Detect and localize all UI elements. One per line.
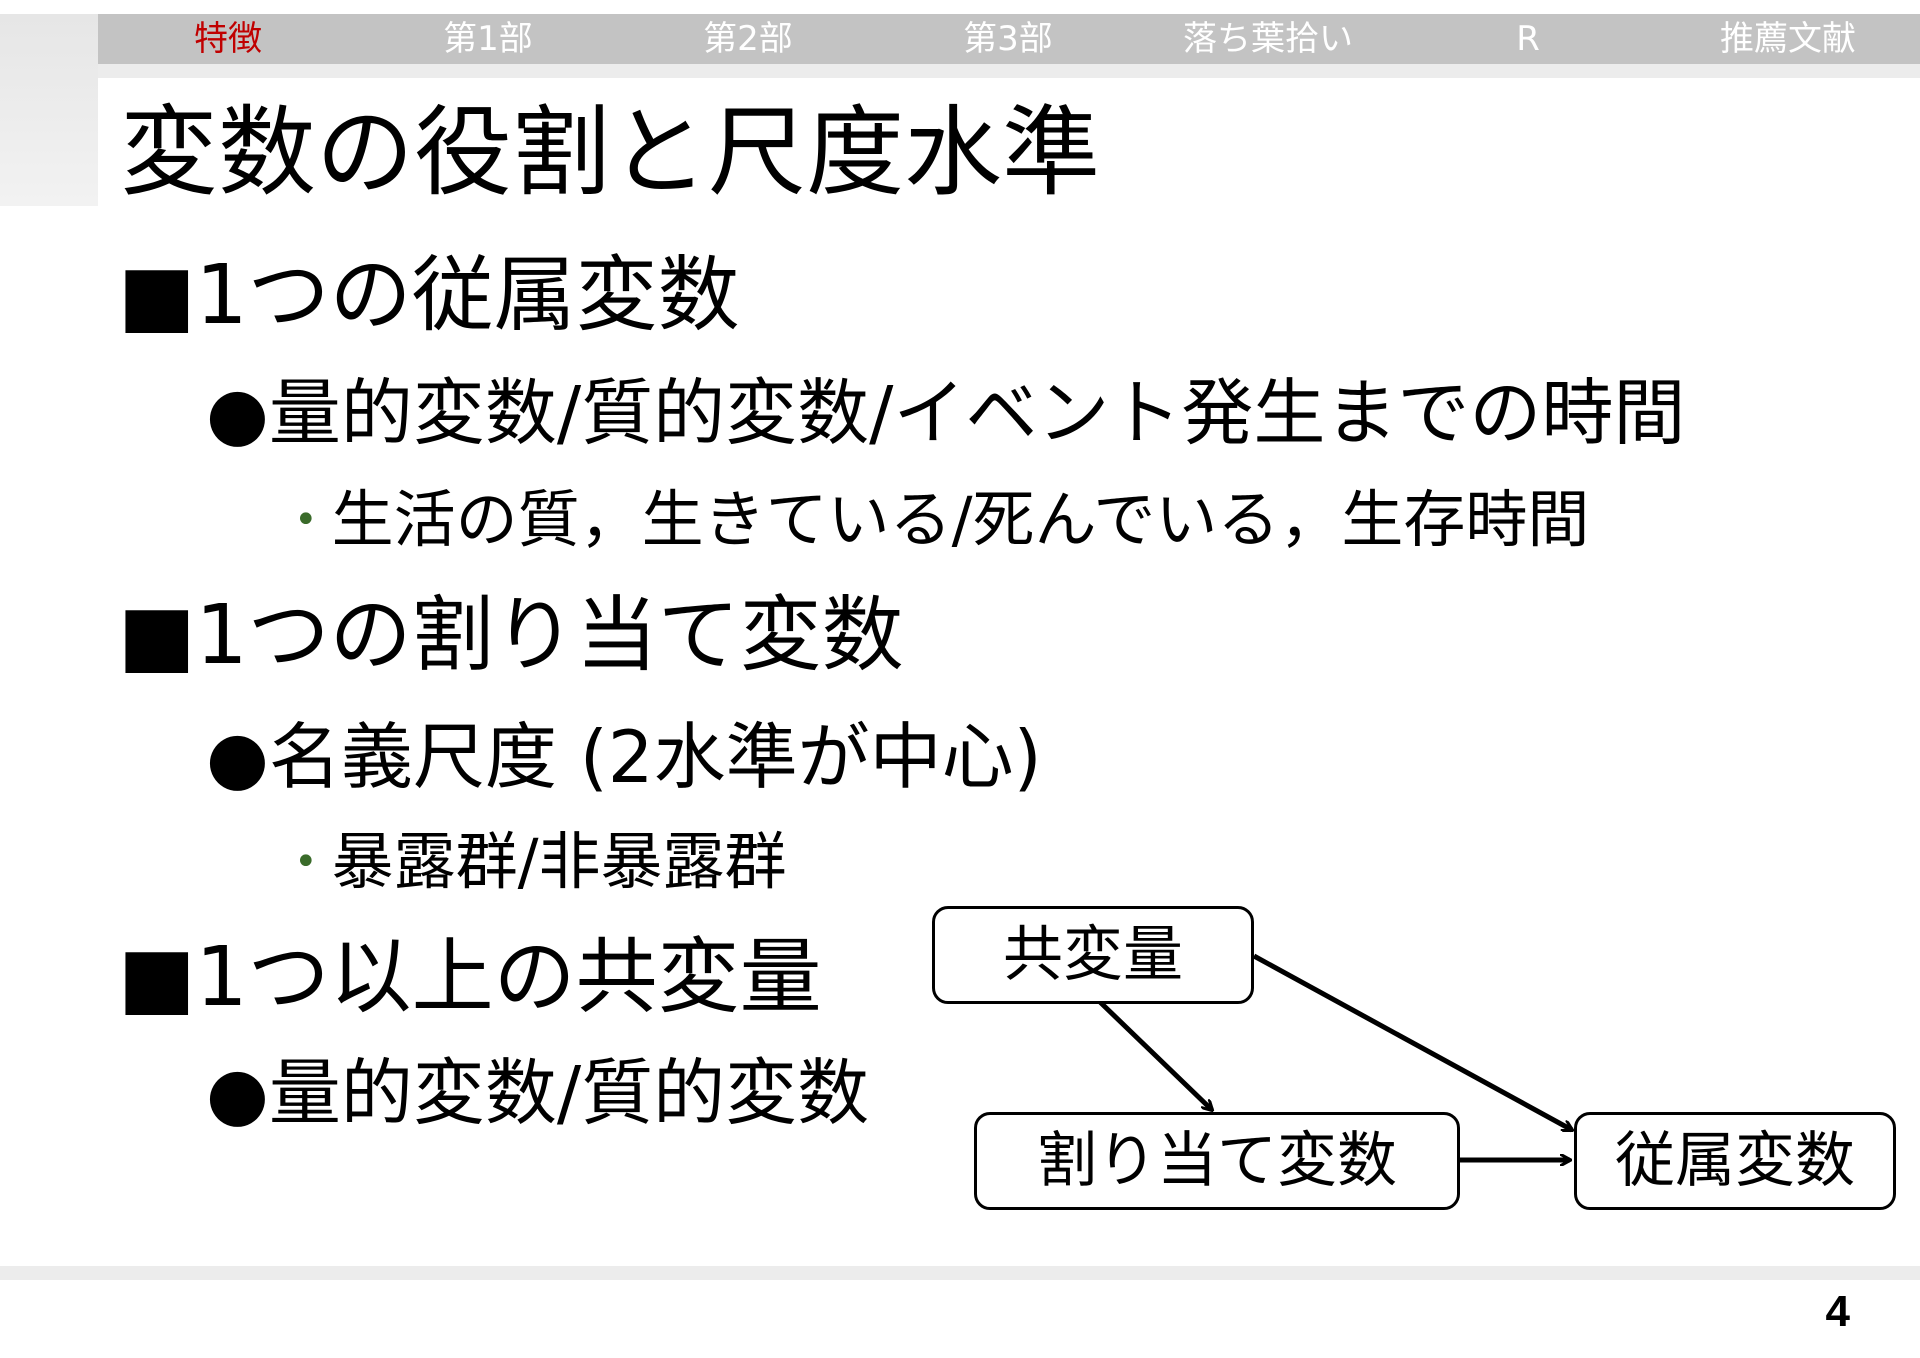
bullet-outcome-examples-text: 生活の質，生きている/死んでいる，生存時間: [331, 483, 1590, 556]
nav-tab-r[interactable]: R: [1516, 19, 1540, 59]
slide-title: 変数の役割と尺度水準: [120, 96, 1101, 210]
nav-bar-shadow: [98, 64, 1920, 78]
nav-tab-features[interactable]: 特徴: [194, 19, 262, 59]
bullet-assignment-examples: • 暴露群/非暴露群: [294, 824, 786, 900]
nav-tab-gleanings[interactable]: 落ち葉拾い: [1183, 19, 1353, 59]
section-nav-bar: 特徴 第1部 第2部 第3部 落ち葉拾い R 推薦文献: [98, 14, 1920, 64]
arrow-covariate-to-outcome: [1252, 953, 1572, 1133]
bullet-assignment-scale: ●名義尺度 (2水準が中心): [206, 715, 1042, 799]
footer-bar: [0, 1266, 1920, 1280]
nav-tab-part3[interactable]: 第3部: [963, 19, 1053, 59]
nav-tab-part1[interactable]: 第1部: [443, 19, 533, 59]
bullet-covariates: ■1つ以上の共変量: [118, 930, 822, 1025]
nav-tab-part2[interactable]: 第2部: [703, 19, 793, 59]
arrow-covariate-to-assignment: [1098, 1000, 1212, 1110]
page-number: 4: [1825, 1287, 1850, 1336]
nav-tab-references[interactable]: 推薦文献: [1720, 19, 1856, 59]
bullet-assignment-variable: ■1つの割り当て変数: [118, 588, 904, 683]
corner-decoration: [0, 14, 98, 206]
sub-bullet-dot: •: [294, 839, 318, 885]
sub-bullet-dot: •: [294, 497, 318, 543]
bullet-outcome-types: ●量的変数/質的変数/イベント発生までの時間: [206, 371, 1686, 455]
diagram-box-outcome: 従属変数: [1574, 1112, 1896, 1210]
bullet-outcome-variable: ■1つの従属変数: [118, 248, 740, 343]
diagram-box-assignment: 割り当て変数: [974, 1112, 1460, 1210]
bullet-assignment-examples-text: 暴露群/非暴露群: [331, 825, 787, 898]
bullet-outcome-examples: • 生活の質，生きている/死んでいる，生存時間: [294, 482, 1589, 558]
diagram-box-covariate: 共変量: [932, 906, 1254, 1004]
bullet-covariate-types: ●量的変数/質的変数: [206, 1051, 870, 1135]
